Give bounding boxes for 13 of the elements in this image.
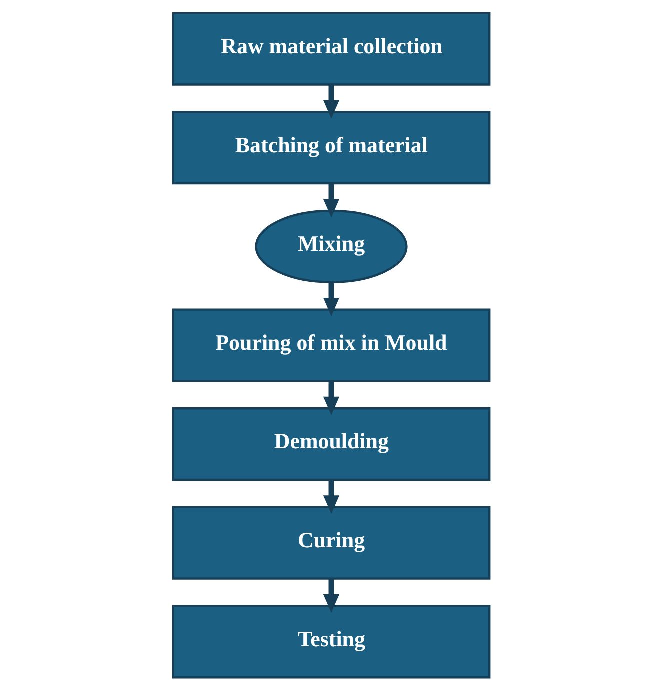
arrow — [323, 579, 340, 613]
node-box: Pouring of mix in Mould — [172, 308, 491, 382]
arrow — [323, 184, 340, 218]
node-ellipse: Mixing — [255, 210, 408, 284]
node-box: Demoulding — [172, 408, 491, 482]
arrow — [323, 480, 340, 514]
arrow — [323, 282, 340, 316]
node-box: Raw material collection — [172, 12, 491, 86]
arrow — [323, 381, 340, 416]
arrow — [323, 85, 340, 119]
node-box: Curing — [172, 506, 491, 580]
node-box: Testing — [172, 605, 491, 679]
node-box: Batching of material — [172, 111, 491, 185]
